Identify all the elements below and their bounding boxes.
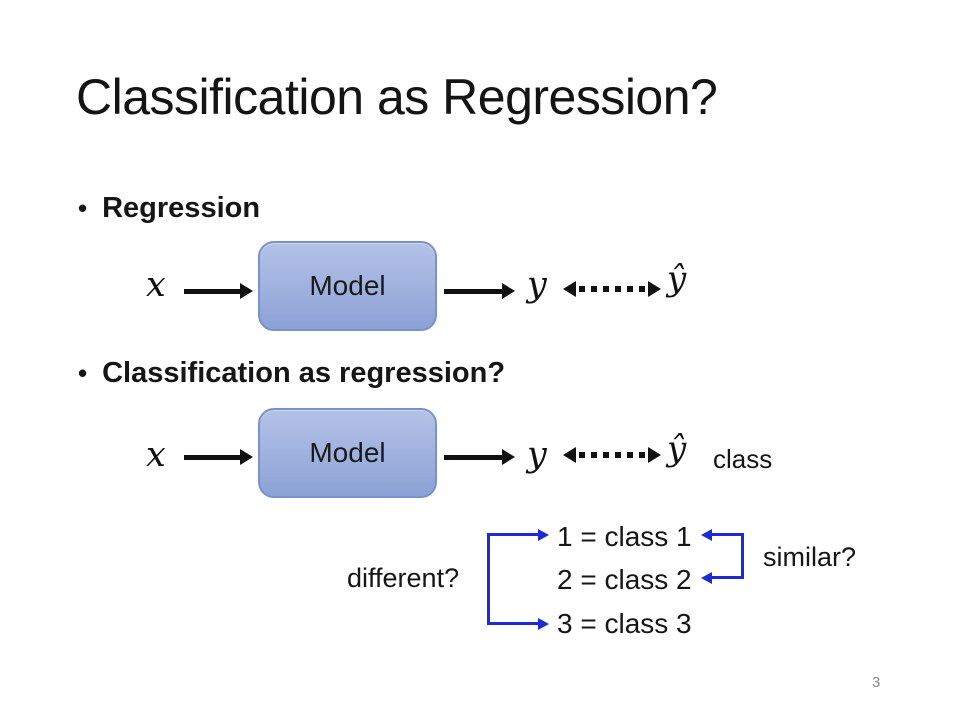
different-bracket-top-shaft	[487, 533, 538, 536]
model-box: Model	[258, 408, 437, 498]
arrow-head-right	[648, 447, 661, 463]
arrow-head-right	[648, 281, 661, 297]
arrow-head	[240, 449, 253, 465]
model-box-label: Model	[309, 437, 386, 468]
bullet-text: Classification as regression?	[102, 357, 506, 389]
arrow-model-to-y-icon	[444, 449, 515, 465]
arrow-shaft	[184, 288, 240, 294]
arrow-x-to-model-icon	[184, 449, 253, 465]
similar-bracket-top-arrowhead-icon	[701, 529, 712, 541]
different-bracket-bottom-shaft	[487, 622, 538, 625]
similar-bracket-top-shaft	[712, 533, 744, 536]
prediction-yhat-label: ŷ	[667, 259, 687, 299]
input-x-label: x	[146, 435, 166, 475]
similar-bracket-bottom-arrowhead-icon	[701, 572, 712, 584]
model-box-label: Model	[309, 270, 386, 301]
arrow-model-to-y-icon	[444, 283, 515, 299]
arrow-head-left	[563, 281, 576, 297]
dotted-shaft	[579, 452, 645, 458]
page-number: 3	[872, 674, 881, 691]
prediction-yhat-label: ŷ	[667, 429, 687, 469]
similar-bracket-vertical-line	[741, 533, 744, 579]
different-question-label: different?	[347, 563, 460, 593]
arrow-head	[502, 283, 515, 299]
bullet-text: Regression	[102, 192, 261, 224]
double-dotted-arrow-icon	[563, 447, 661, 463]
arrow-head-left	[563, 447, 576, 463]
dotted-shaft	[579, 286, 645, 292]
model-box: Model	[258, 241, 437, 331]
input-x-label: x	[146, 265, 166, 305]
class-mapping-row-1: 1 = class 1	[557, 521, 692, 552]
different-bracket-top-arrowhead-icon	[538, 529, 549, 541]
similar-question-label: similar?	[763, 542, 857, 572]
output-y-label: y	[527, 265, 547, 305]
different-bracket-vertical-line	[487, 533, 490, 625]
arrow-x-to-model-icon	[184, 283, 253, 299]
arrow-shaft	[444, 454, 502, 460]
bullet-item-regression: • Regression	[78, 190, 260, 226]
arrow-shaft	[184, 454, 240, 460]
different-bracket-bottom-arrowhead-icon	[538, 618, 549, 630]
class-mapping-row-2: 2 = class 2	[557, 564, 692, 595]
class-annotation-label: class	[713, 444, 773, 474]
bullet-marker: •	[78, 358, 88, 388]
arrow-head	[240, 283, 253, 299]
similar-bracket-bottom-shaft	[712, 576, 744, 579]
double-dotted-arrow-icon	[563, 281, 661, 297]
bullet-item-classification: • Classification as regression?	[78, 355, 505, 391]
slide-title: Classification as Regression?	[76, 69, 718, 125]
output-y-label: y	[527, 435, 547, 475]
arrow-shaft	[444, 288, 502, 294]
arrow-head	[502, 449, 515, 465]
class-mapping-row-3: 3 = class 3	[557, 608, 692, 639]
bullet-marker: •	[78, 193, 88, 223]
